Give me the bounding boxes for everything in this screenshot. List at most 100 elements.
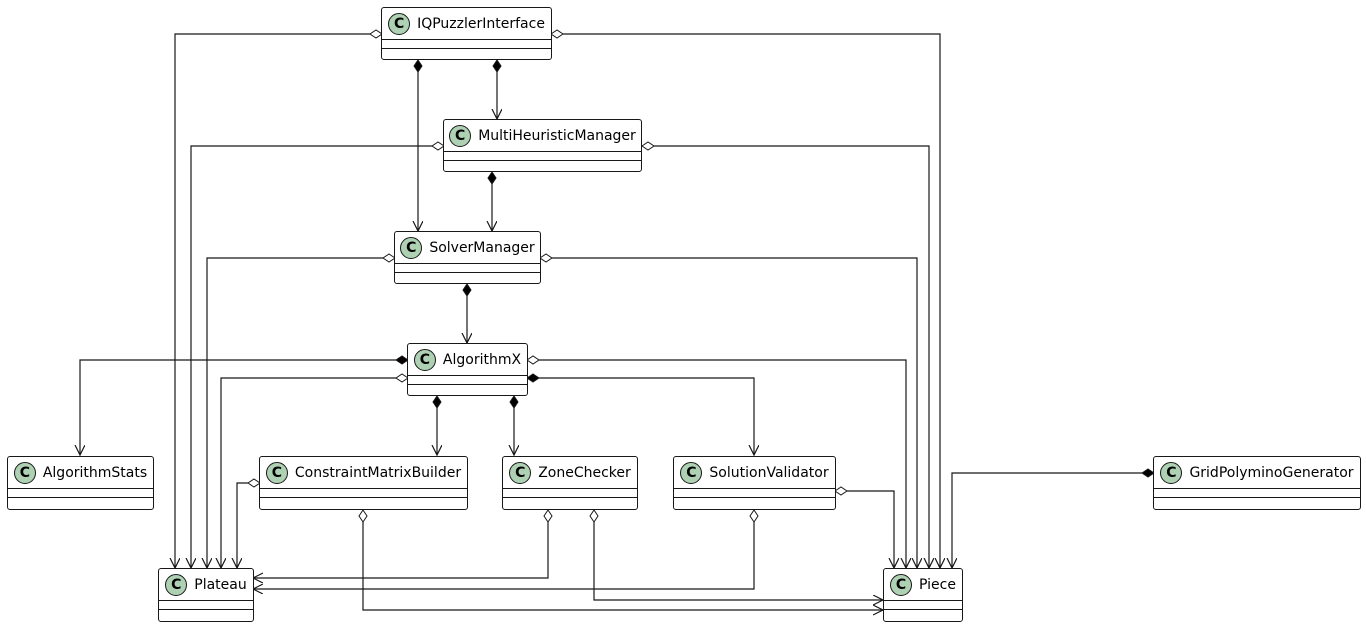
class-name: ZoneChecker [538,464,631,481]
class-name: AlgorithmX [442,351,522,368]
attributes-section [444,151,641,160]
aggregation-diamond [526,355,540,365]
aggregation-diamond [369,29,383,39]
class-icon: C [890,573,913,596]
edge-algorithmx-constraintmatrixbuilder [432,395,442,455]
aggregation-diamond [539,253,553,263]
class-multiheuristicmanager[interactable]: C MultiHeuristicManager [443,119,642,172]
attributes-section [1154,488,1360,497]
aggregation-diamond [431,141,445,151]
class-icon: C [509,461,532,484]
edge-algorithmx-zonechecker [509,395,519,455]
aggregation-diamond [382,253,396,263]
attributes-section [260,488,467,497]
edge-algorithmx-algorithmstats [80,355,409,455]
edge-iqpuzzlerinterface-piece [550,29,940,568]
edge-iqpuzzlerinterface-multiheuristicmanager [492,59,502,119]
methods-section [1154,497,1360,506]
methods-section [674,497,835,506]
class-icon: C [413,348,436,371]
class-name: SolverManager [429,239,535,256]
edge-solvermanager-algorithmx [462,283,472,343]
aggregation-diamond [641,141,655,151]
class-algorithmx[interactable]: C AlgorithmX [407,343,528,396]
edge-solvermanager-plateau [207,253,396,568]
methods-section [159,609,253,618]
methods-section [884,609,962,618]
class-name: ConstraintMatrixBuilder [294,464,462,481]
aggregation-diamond [550,29,564,39]
edge-iqpuzzlerinterface-plateau [175,29,383,568]
methods-section [408,384,527,393]
attributes-section [159,600,253,609]
class-zonechecker[interactable]: C ZoneChecker [502,456,638,510]
methods-section [503,497,637,506]
edge-zonechecker-piece [589,509,883,600]
edge-constraintmatrixbuilder-plateau [237,478,261,568]
class-icon: C [13,461,36,484]
methods-section [8,497,153,506]
edge-solutionvalidator-plateau [253,509,759,589]
edge-solutionvalidator-piece [834,486,894,568]
composition-diamond [1141,468,1155,478]
composition-diamond [395,355,409,365]
composition-diamond [526,373,540,383]
class-icon: C [388,12,411,35]
composition-diamond [509,395,519,409]
composition-diamond [462,283,472,297]
class-icon: C [449,124,472,147]
class-name: MultiHeuristicManager [478,127,636,144]
class-algorithmstats[interactable]: C AlgorithmStats [7,456,154,510]
methods-section [395,272,540,281]
attributes-section [395,263,540,272]
composition-diamond [413,59,423,73]
class-plateau[interactable]: C Plateau [158,568,254,622]
aggregation-diamond [543,509,553,523]
class-icon: C [680,461,703,484]
class-gridpolyminogenerator[interactable]: C GridPolyminoGenerator [1153,456,1361,510]
edge-iqpuzzlerinterface-solvermanager [413,59,423,231]
class-solvermanager[interactable]: C SolverManager [394,231,541,284]
aggregation-diamond [834,486,848,496]
composition-diamond [432,395,442,409]
attributes-section [503,488,637,497]
edge-multiheuristicmanager-piece [641,141,929,568]
edge-zonechecker-plateau [253,509,553,578]
class-icon: C [165,573,188,596]
class-icon: C [1160,461,1183,484]
class-constraintmatrixbuilder[interactable]: C ConstraintMatrixBuilder [259,456,468,510]
methods-section [260,497,467,506]
edge-solvermanager-piece [539,253,917,568]
aggregation-diamond [749,509,759,523]
class-iqpuzzlerinterface[interactable]: C IQPuzzlerInterface [381,7,552,60]
class-icon: C [265,461,288,484]
edge-algorithmx-piece [526,355,906,568]
aggregation-diamond [358,509,368,523]
composition-diamond [487,171,497,185]
aggregation-diamond [247,478,261,488]
edge-gridpolyminogenerator-piece [952,468,1155,568]
class-name: GridPolyminoGenerator [1189,464,1354,481]
edge-algorithmx-solutionvalidator [526,373,754,455]
aggregation-diamond [395,373,409,383]
attributes-section [884,600,962,609]
edge-multiheuristicmanager-solvermanager [487,171,497,231]
methods-section [382,48,551,57]
attributes-section [8,488,153,497]
aggregation-diamond [589,509,599,523]
attributes-section [408,375,527,384]
class-icon: C [400,236,423,259]
methods-section [444,160,641,169]
edge-algorithmx-plateau [221,373,409,568]
class-name: IQPuzzlerInterface [417,15,545,32]
composition-diamond [492,59,502,73]
attributes-section [382,39,551,48]
class-name: AlgorithmStats [42,464,148,481]
class-name: Plateau [194,576,247,593]
edge-multiheuristicmanager-plateau [191,141,445,568]
attributes-section [674,488,835,497]
